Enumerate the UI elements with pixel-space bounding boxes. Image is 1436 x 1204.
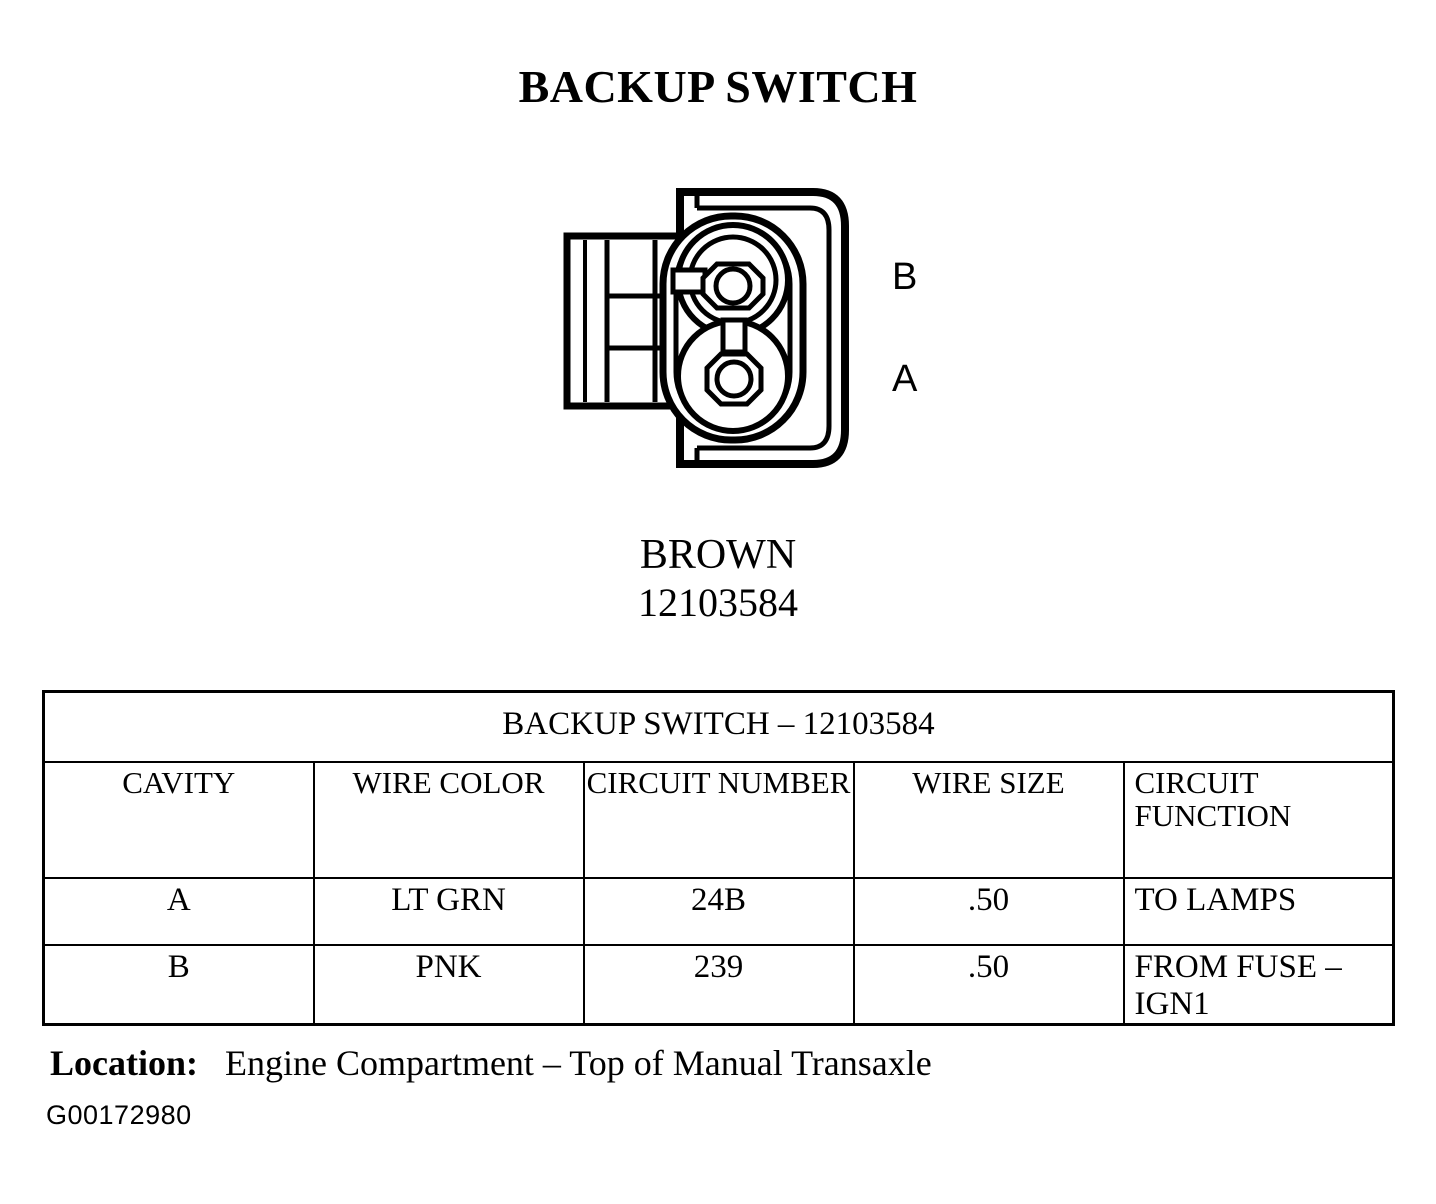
connector-part-number: 12103584 [638, 579, 798, 625]
cell-cavity: B [42, 944, 315, 1026]
column-header-wire-color: WIRE COLOR [312, 761, 585, 879]
pinout-table: BACKUP SWITCH – 12103584 CAVITY WIRE COL… [42, 690, 1395, 1026]
location-line: Location: Engine Compartment – Top of Ma… [50, 1042, 932, 1084]
cell-circuit-function: FROM FUSE – IGN1 [1122, 944, 1395, 1026]
cell-cavity: A [42, 877, 315, 946]
cell-circuit-number: 24B [582, 877, 855, 946]
column-header-cavity: CAVITY [42, 761, 315, 879]
cell-circuit-function: TO LAMPS [1122, 877, 1395, 946]
table-row: A LT GRN 24B .50 TO LAMPS [42, 877, 1395, 946]
table-title-row: BACKUP SWITCH – 12103584 [42, 690, 1395, 763]
figure-id: G00172980 [46, 1100, 192, 1130]
connector-caption: BROWN 12103584 [0, 531, 1436, 626]
column-header-circuit-number: CIRCUIT NUMBER [582, 761, 855, 879]
location-label: Location: [50, 1043, 198, 1083]
location-value: Engine Compartment – Top of Manual Trans… [225, 1043, 932, 1083]
cavity-a-terminal [675, 317, 791, 434]
cell-wire-size: .50 [852, 944, 1125, 1026]
cell-wire-size: .50 [852, 877, 1125, 946]
pin-label-a: A [892, 358, 918, 400]
table-header-row: CAVITY WIRE COLOR CIRCUIT NUMBER WIRE SI… [42, 761, 1395, 879]
cell-wire-color: PNK [312, 944, 585, 1026]
cell-circuit-number: 239 [582, 944, 855, 1026]
connector-color-name: BROWN [639, 532, 797, 578]
table-row: B PNK 239 .50 FROM FUSE – IGN1 [42, 944, 1395, 1026]
table-title: BACKUP SWITCH – 12103584 [42, 690, 1395, 763]
pin-label-b: B [892, 256, 918, 298]
column-header-wire-size: WIRE SIZE [852, 761, 1125, 879]
column-header-circuit-function: CIRCUIT FUNCTION [1122, 761, 1395, 879]
cell-wire-color: LT GRN [312, 877, 585, 946]
page-title: BACKUP SWITCH [518, 61, 918, 112]
connector-diagram [545, 178, 895, 478]
